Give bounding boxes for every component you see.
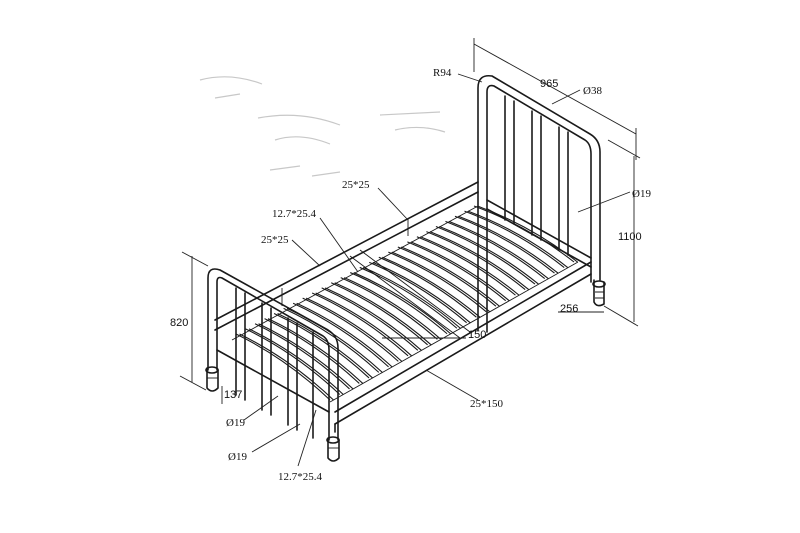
slat [273,313,370,379]
label-bar-diameter-1: Ø19 [226,417,245,429]
slat [410,241,510,302]
slat [397,246,497,307]
slat [264,318,360,384]
label-slat-bottom: 12.7*25.4 [278,471,323,483]
slat [324,287,422,351]
label-slat-top: 12.7*25.4 [272,208,317,220]
slat [292,302,389,368]
slat [369,261,467,324]
slat [350,272,448,335]
label-side-rail-top: 25*25 [342,179,370,191]
slat [321,287,419,351]
slat [464,210,565,268]
slat [473,205,575,263]
label-front-beam: 25*150 [470,398,504,410]
slat [311,292,409,357]
label-radius: R94 [433,67,452,79]
label-headboard-height: 1100 [618,231,642,243]
slat [388,251,487,313]
label-side-rail-left: 25*25 [261,234,289,246]
slat [248,328,344,395]
background-scribbles [199,76,446,177]
slat [467,210,569,268]
headboard [477,74,606,333]
label-post-diameter: Ø38 [583,85,602,97]
slat [296,302,393,368]
slat [340,277,438,340]
slat [401,246,500,307]
label-rail-diameter: Ø19 [632,188,651,200]
slat [407,241,507,302]
slat [353,272,451,335]
label-width: 965 [540,78,558,90]
dimension-labels: R94 965 Ø38 Ø19 1100 256 25*25 12.7*25.4… [170,67,651,483]
slat [448,220,549,279]
dimension-lines [179,38,641,467]
label-footboard-height: 820 [170,317,188,329]
slat [458,215,559,274]
label-leg-offset: 256 [560,303,578,315]
slat [420,236,520,296]
slat [426,231,526,291]
slat [302,297,399,362]
slats [235,205,578,401]
label-foot-offset: 137 [224,389,242,401]
slat [382,256,481,318]
slat [429,231,530,291]
label-center-beam: 150 [468,329,486,341]
slat [378,256,477,318]
slat [439,225,539,285]
slat [235,333,331,401]
slat [315,292,412,357]
slat [334,282,432,346]
slat [435,225,536,285]
slat [344,277,442,340]
slat [416,236,516,296]
slat [445,220,546,279]
slat [359,266,458,329]
slat [391,251,491,313]
slat [454,215,555,274]
slat [245,328,341,395]
slat [267,318,364,384]
slat [372,261,471,324]
slat [283,307,380,373]
slat [363,266,461,329]
footboard [205,268,340,462]
slat [477,205,578,263]
label-bar-diameter-2: Ø19 [228,451,247,463]
slat [254,323,350,390]
slat [330,282,428,346]
slat [305,297,403,362]
slat [258,323,354,390]
